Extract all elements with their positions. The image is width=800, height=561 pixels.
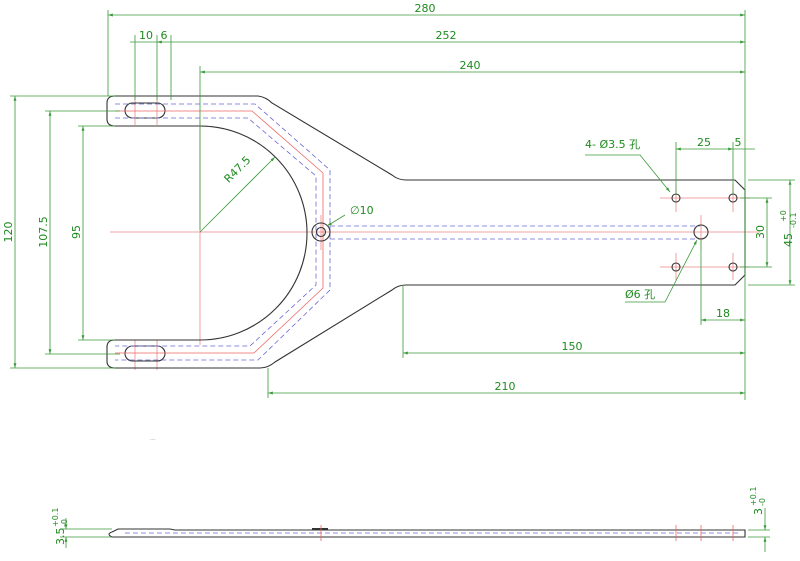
dim-150: 150 xyxy=(562,340,583,353)
svg-text:+0.1: +0.1 xyxy=(51,508,60,527)
large-hole xyxy=(693,224,709,240)
stray-dots: ... xyxy=(150,435,156,442)
svg-text:-0: -0 xyxy=(758,498,767,506)
center-lines xyxy=(110,95,760,370)
svg-text:3.5: 3.5 xyxy=(54,528,67,546)
dimension-labels: 280 252 10 6 240 120 107.5 95 R47.5 ∅10 … xyxy=(2,2,798,442)
dim-95: 95 xyxy=(70,225,83,239)
dim-18: 18 xyxy=(716,307,730,320)
dim-210: 210 xyxy=(495,380,516,393)
extension-lines xyxy=(10,10,795,400)
dim-25: 25 xyxy=(697,136,711,149)
svg-text:+0.1: +0.1 xyxy=(749,487,758,506)
dim-5: 5 xyxy=(735,136,742,149)
bottom-slot xyxy=(124,345,166,362)
svg-text:45: 45 xyxy=(782,233,795,247)
dim-10: 10 xyxy=(139,29,153,42)
dim-107-5: 107.5 xyxy=(37,216,50,248)
dim-thickness-left: 3.5 +0.1 -0 xyxy=(51,508,69,545)
svg-text:-0.1: -0.1 xyxy=(789,212,798,228)
dim-6: 6 xyxy=(161,29,168,42)
dim-30: 30 xyxy=(754,225,767,239)
svg-text:3: 3 xyxy=(752,508,765,515)
side-view: 3.5 +0.1 -0 3 +0.1 -0 xyxy=(51,487,770,552)
note-small-holes: 4- Ø3.5 孔 xyxy=(585,138,640,151)
dim-252: 252 xyxy=(436,29,457,42)
dim-280: 280 xyxy=(415,2,436,15)
small-hole xyxy=(728,262,738,272)
note-large-hole: Ø6 孔 xyxy=(625,288,655,301)
small-hole xyxy=(671,262,681,272)
dimension-lines xyxy=(13,13,792,395)
dim-r47-5: R47.5 xyxy=(222,154,254,186)
dim-240: 240 xyxy=(460,59,481,72)
top-slot xyxy=(124,102,166,119)
svg-text:-0: -0 xyxy=(60,519,69,527)
dim-thickness-right: 3 +0.1 -0 xyxy=(749,487,767,515)
dim-45-tolerance: 45 +0 -0.1 xyxy=(779,210,798,247)
svg-text:+0: +0 xyxy=(779,210,788,222)
center-hole xyxy=(311,222,331,242)
dim-120: 120 xyxy=(2,222,15,243)
dim-center-hole: ∅10 xyxy=(350,204,374,217)
holes xyxy=(311,193,738,272)
